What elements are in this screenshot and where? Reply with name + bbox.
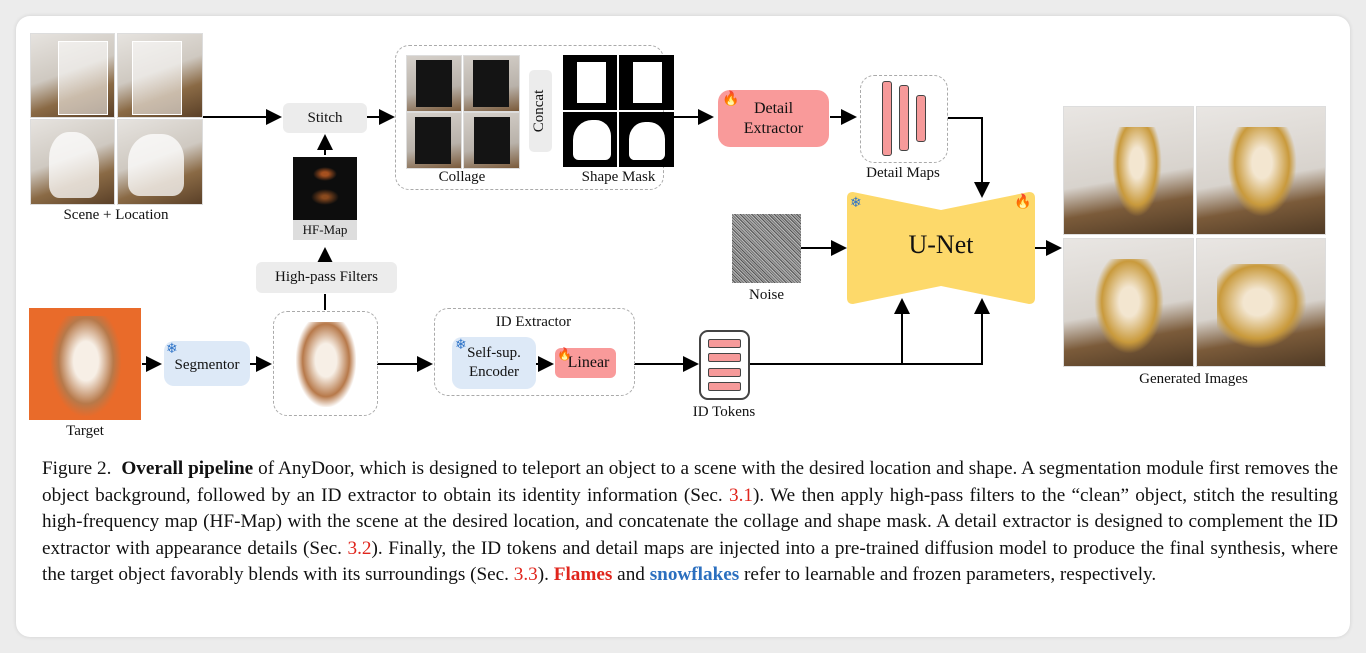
id-token [708, 382, 741, 391]
shape-mask-box [563, 55, 617, 110]
scene-location-label: Scene + Location [63, 207, 169, 223]
caption-figure-number: Figure 2. [42, 458, 112, 479]
generated-image [1196, 106, 1326, 235]
detail-map-bar [882, 81, 892, 156]
flame-icon: 🔥 [557, 347, 572, 361]
generated-images-label: Generated Images [1139, 371, 1248, 387]
segmentor-box: Segmentor [164, 341, 250, 386]
caption-text: and [612, 564, 650, 586]
scene-image-shape [30, 119, 115, 205]
caption-flames-word: Flames [553, 564, 613, 586]
arrow-maps-to-unet [948, 117, 990, 198]
linear-box: Linear [555, 348, 616, 378]
flame-icon: 🔥 [722, 92, 740, 107]
collage-label: Collage [438, 169, 486, 185]
scene-image-shape [117, 119, 203, 205]
hf-map-image [293, 157, 357, 220]
concat-label: Concat [531, 89, 547, 133]
caption-text: ). We then apply high-pass filters to th… [42, 484, 1338, 559]
shape-mask-shape [619, 112, 674, 167]
arrow-tokens-to-unet-right [729, 298, 990, 365]
detail-map-bar [916, 95, 926, 142]
collage-image [406, 55, 462, 112]
id-extractor-group [434, 308, 635, 396]
collage-image [463, 112, 520, 169]
id-tokens-label: ID Tokens [692, 404, 756, 420]
high-pass-filters-box: High-pass Filters [256, 262, 397, 293]
snowflake-icon: ❄ [455, 338, 467, 353]
detail-map-bar [899, 85, 909, 151]
linear-label: Linear [567, 354, 610, 371]
generated-image [1063, 238, 1194, 367]
detail-extractor-box: Detail Extractor [718, 90, 829, 147]
scene-image-box [30, 33, 115, 118]
target-label: Target [66, 423, 104, 439]
clean-object-box [273, 311, 378, 416]
noise-label: Noise [749, 287, 784, 303]
flame-icon: 🔥 [1014, 195, 1032, 210]
caption-text: ). Finally, the ID tokens and detail map… [42, 537, 1339, 586]
section-ref-link[interactable]: 3.3 [513, 564, 538, 586]
detail-maps-group [860, 75, 948, 163]
unet-shape [847, 192, 1035, 304]
generated-image [1063, 106, 1194, 235]
caption-text: refer to learnable and frozen parameters… [739, 564, 1157, 586]
snowflake-icon: ❄ [850, 196, 862, 211]
id-token [708, 339, 741, 348]
caption-title: Overall pipeline [121, 458, 254, 479]
figure-caption: Figure 2. Overall pipeline of AnyDoor, w… [42, 456, 1338, 589]
id-tokens-box [699, 330, 750, 400]
collage-image [406, 112, 462, 169]
segmentor-label: Segmentor [174, 357, 240, 373]
section-ref-link[interactable]: 3.2 [347, 537, 372, 559]
id-token [708, 353, 741, 362]
shape-mask-box [619, 55, 674, 110]
concat-box: Concat [529, 70, 552, 152]
id-token [708, 368, 741, 377]
collage-image [463, 55, 520, 112]
self-sup-encoder-label: Self-sup. Encoder [467, 345, 521, 380]
shape-mask-label: Shape Mask [581, 169, 656, 185]
generated-image [1196, 238, 1326, 367]
stitch-box: Stitch [283, 103, 367, 133]
noise-image [732, 214, 801, 283]
self-sup-encoder-box: Self-sup. Encoder [452, 337, 536, 389]
unet-label: U-Net [908, 230, 974, 259]
id-extractor-label: ID Extractor [495, 314, 572, 330]
shape-mask-shape [563, 112, 617, 167]
detail-maps-label: Detail Maps [866, 165, 940, 181]
detail-extractor-label: Detail Extractor [743, 99, 804, 137]
clean-object-image [296, 322, 356, 407]
caption-snowflakes-word: snowflakes [649, 564, 740, 586]
snowflake-icon: ❄ [166, 342, 178, 357]
hf-map-label: HF-Map [293, 220, 357, 240]
section-ref-link[interactable]: 3.1 [729, 484, 753, 506]
caption-text: ). [537, 564, 554, 586]
target-image [29, 308, 141, 420]
caption-text: of AnyDoor, which is designed to telepor… [42, 458, 1338, 506]
scene-image-box [117, 33, 203, 118]
